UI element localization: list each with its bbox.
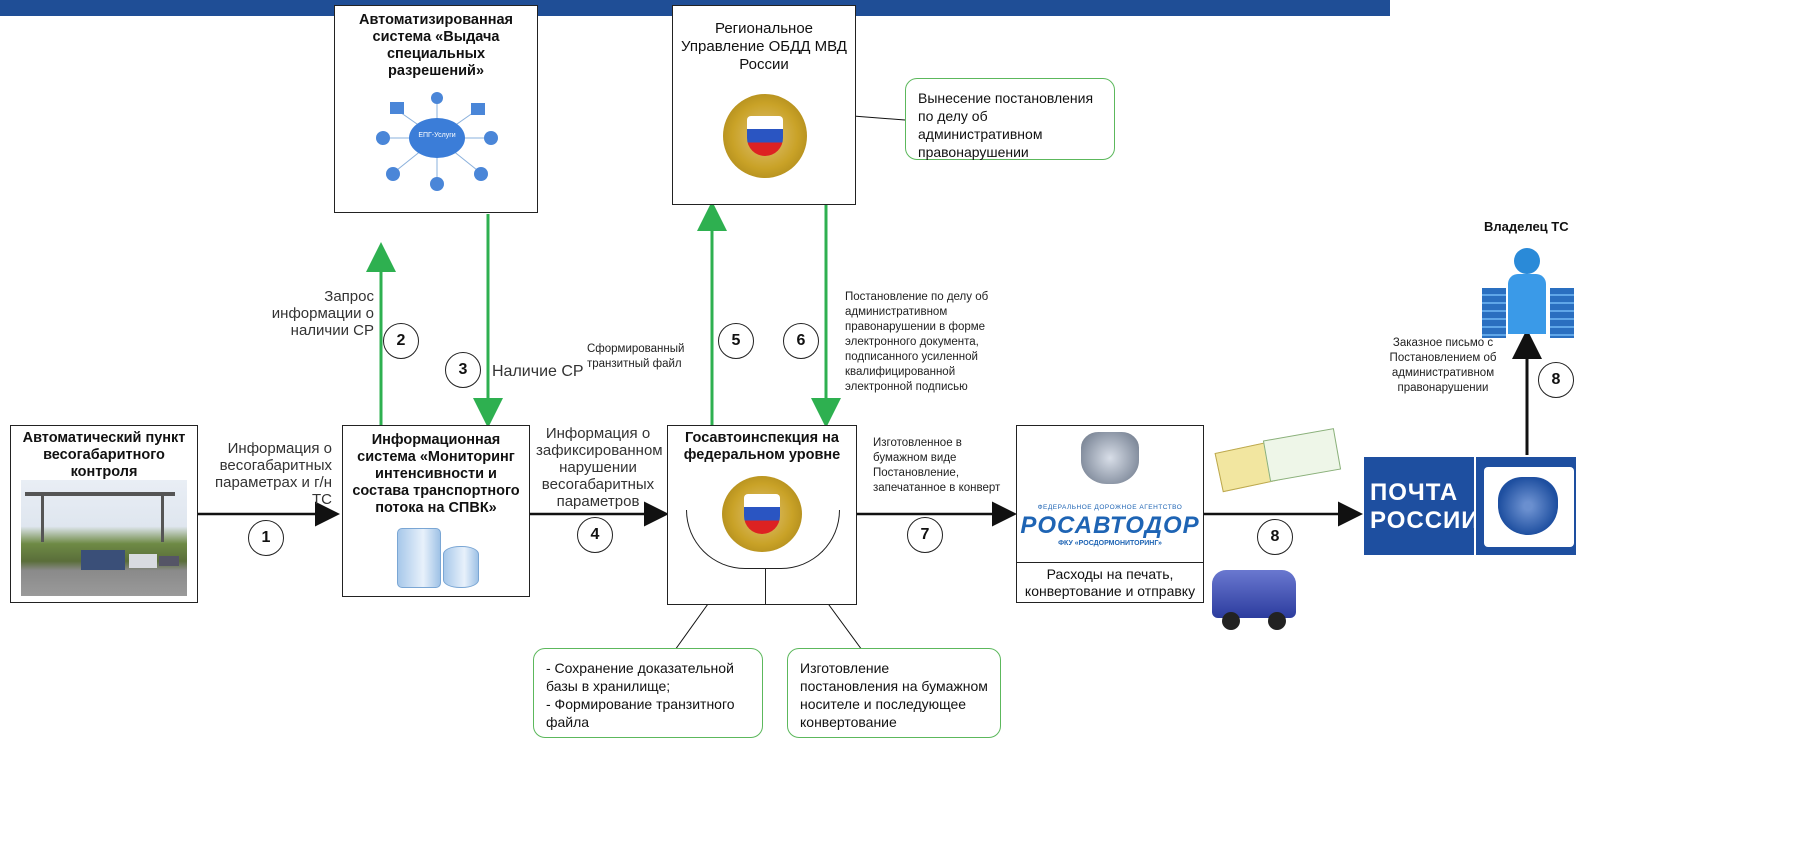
step-8a: 8 <box>1257 519 1293 555</box>
regional-ogibdd-box: Региональное Управление ОБДД МВД России <box>672 5 856 205</box>
pochta-line1: ПОЧТА <box>1370 479 1459 506</box>
label-7: Изготовленное в бумажном виде Постановле… <box>873 437 1001 494</box>
regional-title: Региональное Управление ОБДД МВД России <box>681 20 847 73</box>
label-3: Наличие СР <box>492 363 584 380</box>
apvgk-title: Автоматический пункт весогабаритного кон… <box>22 430 186 480</box>
russia-coat-of-arms-icon <box>1081 432 1139 484</box>
callout-paper: Изготовление постановления на бумажном н… <box>787 648 1001 738</box>
pochta-eagle-icon <box>1476 457 1576 555</box>
apvgk-box: Автоматический пункт весогабаритного кон… <box>10 425 198 603</box>
label-5: Сформированный транзитный файл <box>587 343 685 370</box>
rosavtodor-box: ФЕДЕРАЛЬНОЕ ДОРОЖНОЕ АГЕНТСТВО РОСАВТОДО… <box>1016 425 1204 603</box>
label-4: Информация о зафиксированном нарушении в… <box>536 425 663 510</box>
storage-divider <box>686 510 840 569</box>
step-8b: 8 <box>1538 362 1574 398</box>
step-1: 1 <box>248 520 284 556</box>
step-4: 4 <box>577 517 613 553</box>
pochta-line2: РОССИИ <box>1370 507 1480 534</box>
divider-vertical <box>765 568 766 604</box>
server-icon <box>397 528 441 588</box>
van-icon <box>1208 562 1300 634</box>
pochta-rossii-logo: ПОЧТА РОССИИ <box>1364 457 1480 555</box>
asvsr-title: Автоматизированная система «Выдача специ… <box>358 12 514 79</box>
owner-title: Владелец ТС <box>1484 219 1569 234</box>
label-8: Заказное письмо с Постановлением об адми… <box>1389 337 1497 394</box>
rosavtodor-small: ФЕДЕРАЛЬНОЕ ДОРОЖНОЕ АГЕНТСТВО <box>1037 504 1183 511</box>
asvsr-box: Автоматизированная система «Выдача специ… <box>334 5 538 213</box>
callout-storage: - Сохранение доказательной базы в хранил… <box>533 648 763 738</box>
label-2: Запрос информации о наличии СР <box>271 288 374 339</box>
gibdd-emblem-icon <box>723 94 807 178</box>
step-6: 6 <box>783 323 819 359</box>
rosavtodor-caption: Расходы на печать, конвертование и отпра… <box>1024 566 1196 599</box>
envelopes-icon <box>1214 428 1342 493</box>
is-monitoring-box: Информационная система «Мониторинг интен… <box>342 425 530 597</box>
is-monitoring-title: Информационная система «Мониторинг интен… <box>352 432 520 516</box>
rosavtodor-separator <box>1017 562 1203 563</box>
step-5: 5 <box>718 323 754 359</box>
step-2: 2 <box>383 323 419 359</box>
callout-decision: Вынесение постановления по делу об админ… <box>905 78 1115 160</box>
label-1: Информация о весогабаритных параметрах и… <box>215 440 332 508</box>
highway-photo <box>21 480 187 596</box>
step-3: 3 <box>445 352 481 388</box>
rosavtodor-logo: РОСАВТОДОР <box>1020 512 1200 539</box>
label-6: Постановление по делу об административно… <box>845 291 989 393</box>
gai-title: Госавтоинспекция на федеральном уровне <box>683 430 841 463</box>
database-icon <box>443 546 479 588</box>
asvsr-hub-label: ЕПГ-Услуги <box>418 132 456 139</box>
gai-federal-box: Госавтоинспекция на федеральном уровне <box>667 425 857 605</box>
services-network-icon <box>376 92 498 191</box>
step-7: 7 <box>907 517 943 553</box>
owner-person-icon <box>1480 244 1580 340</box>
rosavtodor-sub: ФКУ «РОСДОРМОНИТОРИНГ» <box>1058 540 1162 547</box>
